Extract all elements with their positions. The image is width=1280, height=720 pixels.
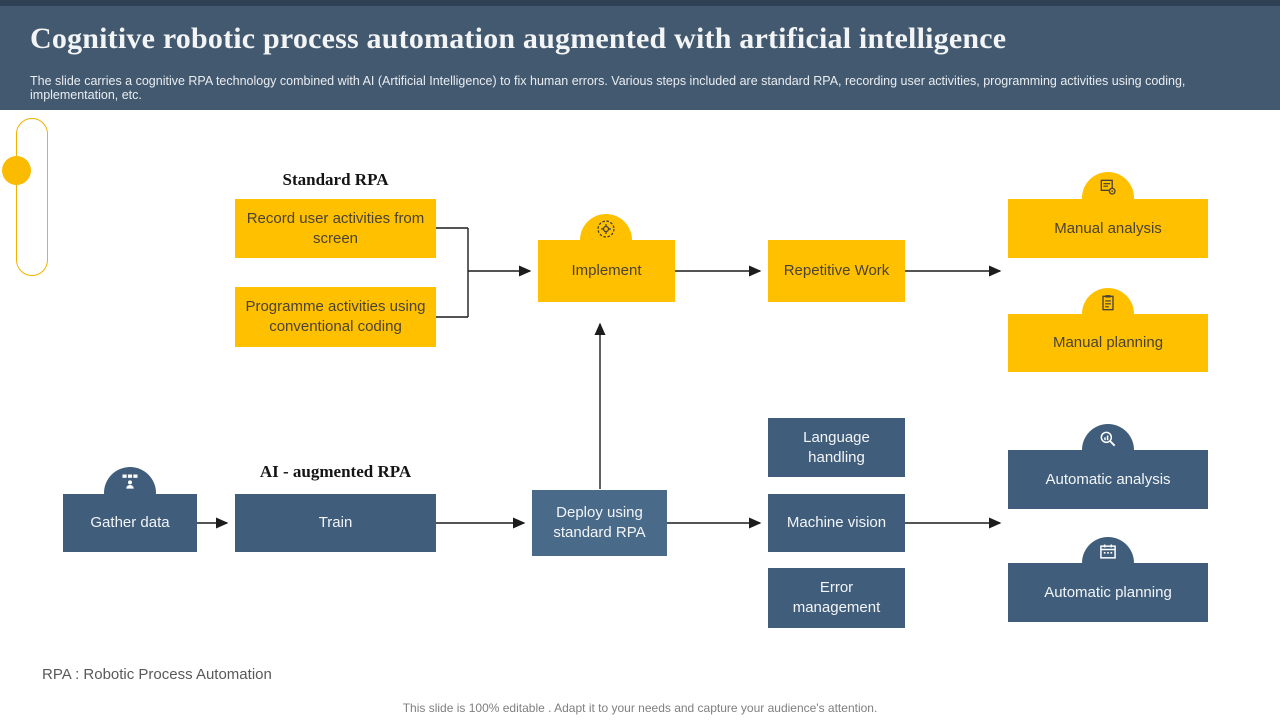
gather-data-box[interactable]: Gather data bbox=[63, 494, 197, 552]
deploy-box[interactable]: Deploy using standard RPA bbox=[532, 490, 667, 556]
manual-planning-box[interactable]: Manual planning bbox=[1008, 314, 1208, 372]
implement-label: Implement bbox=[571, 262, 642, 280]
gear-icon bbox=[596, 219, 616, 239]
page-title: Cognitive robotic process automation aug… bbox=[30, 22, 1007, 55]
manual-analysis-box[interactable]: Manual analysis bbox=[1008, 199, 1208, 258]
ai-augmented-rpa-label: AI - augmented RPA bbox=[259, 462, 412, 481]
calendar-icon bbox=[1098, 542, 1118, 562]
team-data-icon bbox=[120, 472, 140, 492]
header-top-strip bbox=[0, 0, 1280, 6]
clipboard-icon bbox=[1098, 293, 1118, 313]
deploy-label: Deploy using standard RPA bbox=[553, 504, 646, 541]
train-label: Train bbox=[318, 514, 353, 532]
standard-rpa-label: Standard RPA bbox=[282, 170, 389, 189]
editable-tagline: This slide is 100% editable . Adapt it t… bbox=[402, 701, 878, 715]
error-management-box[interactable]: Error management bbox=[768, 568, 905, 628]
programme-activities-label: Programme activities using conventional … bbox=[245, 298, 426, 335]
automatic-analysis-box[interactable]: Automatic analysis bbox=[1008, 450, 1208, 509]
report-gear-icon bbox=[1098, 177, 1118, 197]
language-handling-label: Language handling bbox=[803, 428, 870, 466]
train-box[interactable]: Train bbox=[235, 494, 436, 552]
repetitive-work-box[interactable]: Repetitive Work bbox=[768, 240, 905, 302]
magnifier-chart-icon bbox=[1098, 429, 1118, 449]
gather-data-label: Gather data bbox=[90, 514, 170, 532]
rpa-abbreviation-note: RPA : Robotic Process Automation bbox=[42, 666, 272, 683]
header-bar: Cognitive robotic process automation aug… bbox=[0, 0, 1280, 110]
record-activities-label: Record user activities from screen bbox=[246, 209, 425, 247]
record-activities-box[interactable]: Record user activities from screen bbox=[235, 199, 436, 258]
automatic-analysis-label: Automatic analysis bbox=[1045, 470, 1171, 488]
automatic-planning-label: Automatic planning bbox=[1044, 583, 1172, 601]
automatic-planning-box[interactable]: Automatic planning bbox=[1008, 563, 1208, 622]
error-management-label: Error management bbox=[792, 579, 881, 616]
manual-planning-label: Manual planning bbox=[1052, 334, 1164, 352]
programme-activities-box[interactable]: Programme activities using conventional … bbox=[235, 287, 436, 347]
implement-box[interactable]: Implement bbox=[538, 240, 675, 302]
decor-yellow-circle bbox=[2, 156, 31, 185]
decor-pill-outline bbox=[16, 118, 48, 276]
repetitive-work-label: Repetitive Work bbox=[783, 262, 890, 280]
machine-vision-box[interactable]: Machine vision bbox=[768, 494, 905, 552]
manual-analysis-label: Manual analysis bbox=[1054, 219, 1162, 237]
machine-vision-label: Machine vision bbox=[786, 514, 887, 532]
page-subtitle: The slide carries a cognitive RPA techno… bbox=[30, 74, 1186, 102]
language-handling-box[interactable]: Language handling bbox=[768, 418, 905, 477]
